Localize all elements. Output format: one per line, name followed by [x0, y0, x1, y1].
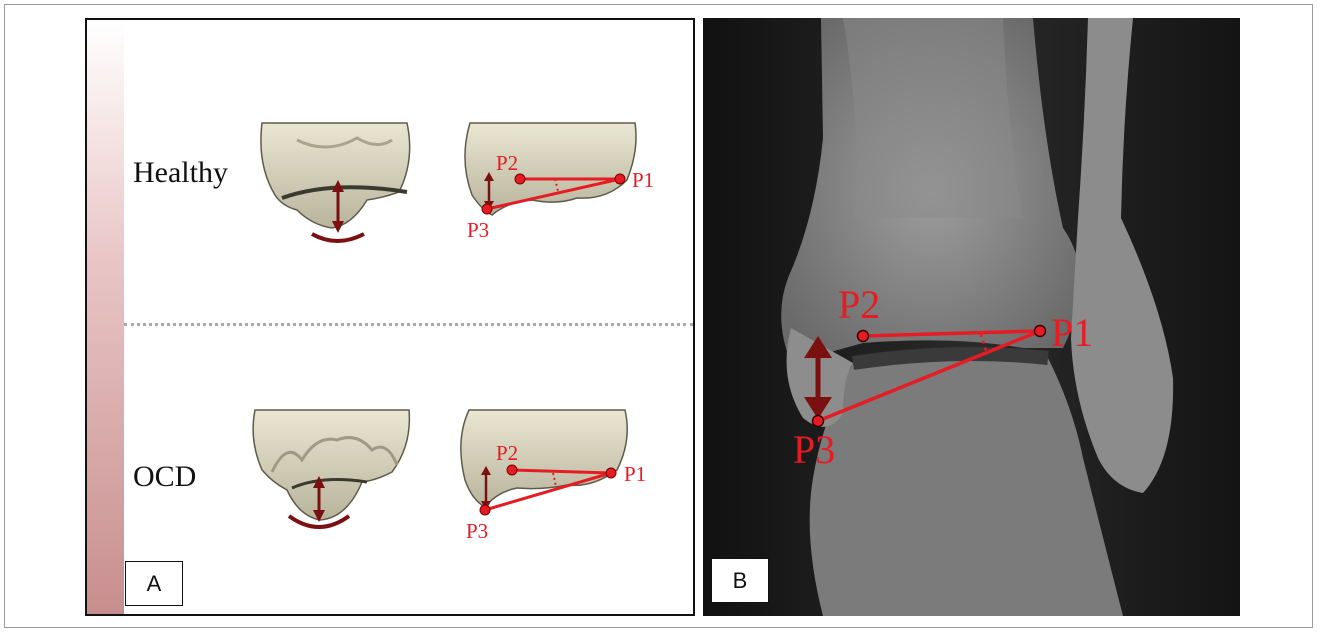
- xray-label-p1: P1: [1051, 310, 1093, 355]
- panel-a-label: A: [125, 561, 183, 606]
- ocd-label-p2: P2: [496, 441, 518, 465]
- xray-label-p2: P2: [838, 282, 880, 327]
- xray-label-p3: P3: [793, 427, 835, 472]
- panel-b: P2 P1 P3 B: [703, 18, 1240, 616]
- healthy-label-p1: P1: [632, 168, 654, 192]
- xray-image: P2 P1 P3: [703, 18, 1240, 616]
- healthy-front-view-bone: [261, 123, 410, 228]
- ocd-front-view-bone: [253, 410, 409, 520]
- panel-b-label: B: [711, 558, 769, 603]
- healthy-label-p3: P3: [467, 218, 489, 242]
- panel-a: Healthy OCD: [85, 18, 695, 616]
- healthy-label-p2: P2: [496, 151, 518, 175]
- panel-a-illustration: P2 P1 P3 P2: [87, 20, 693, 614]
- tibia-bone: [781, 18, 1080, 363]
- ocd-label-p3: P3: [466, 519, 488, 543]
- ocd-label-p1: P1: [624, 462, 646, 486]
